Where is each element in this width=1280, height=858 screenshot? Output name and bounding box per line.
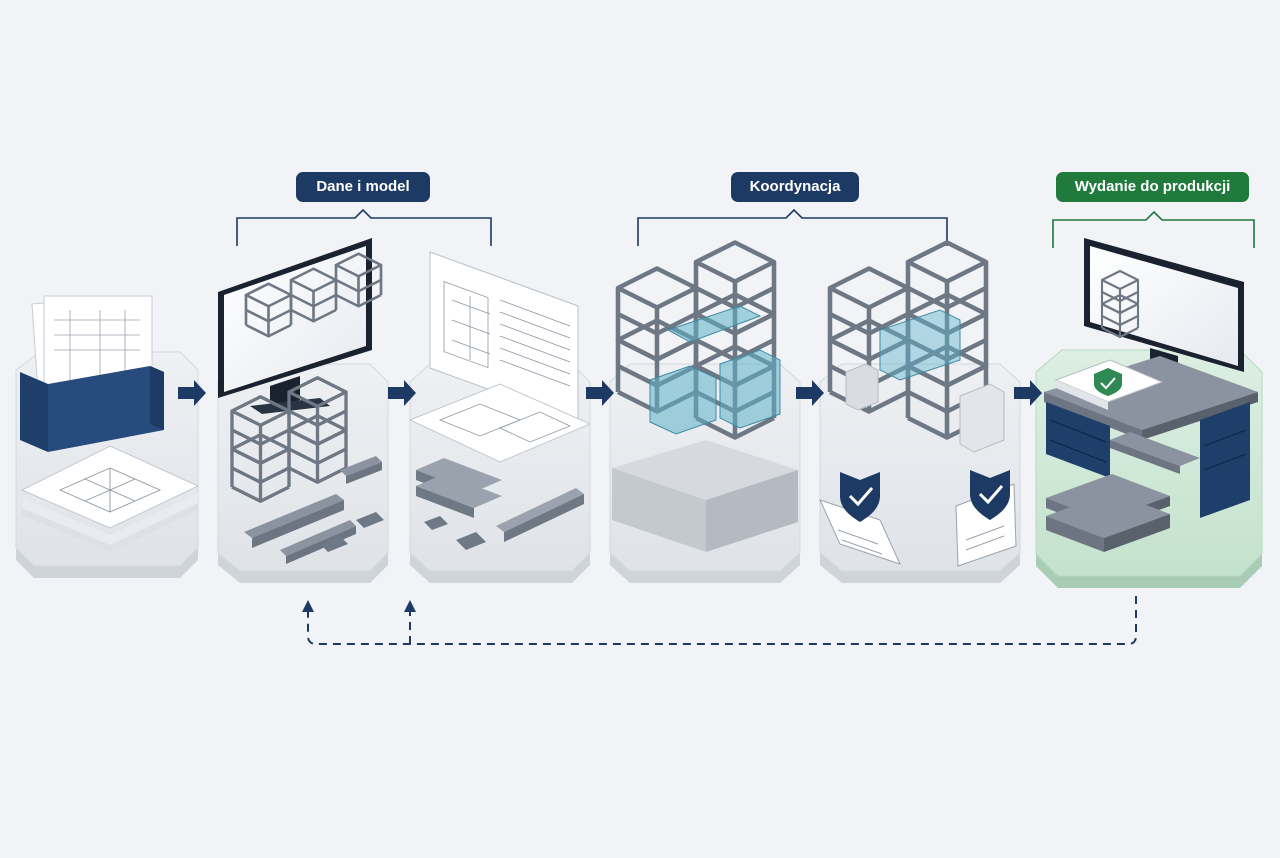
group-label-koordynacja: Koordynacja [731, 172, 859, 202]
equipment-boxes [845, 309, 1005, 453]
arrow-right-icon [586, 380, 614, 406]
steel-beam-icon [1046, 432, 1200, 552]
arrow-right-icon [796, 380, 824, 406]
flat-drawing-sheet [408, 383, 592, 463]
document-folder-icon [20, 295, 164, 452]
concrete-base [612, 440, 798, 552]
feedback-loop-arrow-icon [302, 596, 1137, 645]
arrow-right-icon [178, 380, 206, 406]
arrow-right-icon [1014, 380, 1042, 406]
arrow-right-icon [388, 380, 416, 406]
group-label-dane-i-model: Dane i model [296, 172, 430, 202]
desk-icon [1044, 356, 1258, 518]
steel-beam-icon [244, 456, 384, 564]
drawing-stack [20, 445, 200, 552]
bracket-dane-i-model [236, 208, 492, 246]
shop-drawing-sheet [429, 251, 579, 423]
steel-beam-icon [416, 458, 584, 550]
mep-equipment [649, 305, 781, 435]
shield-check-icon [840, 472, 880, 522]
bracket-wydanie [1052, 210, 1255, 248]
shield-check-icon [970, 470, 1010, 520]
group-label-wydanie-do-produkcji: Wydanie do produkcji [1056, 172, 1249, 202]
shield-check-icon [1094, 368, 1122, 396]
bracket-koordynacja [637, 208, 948, 246]
